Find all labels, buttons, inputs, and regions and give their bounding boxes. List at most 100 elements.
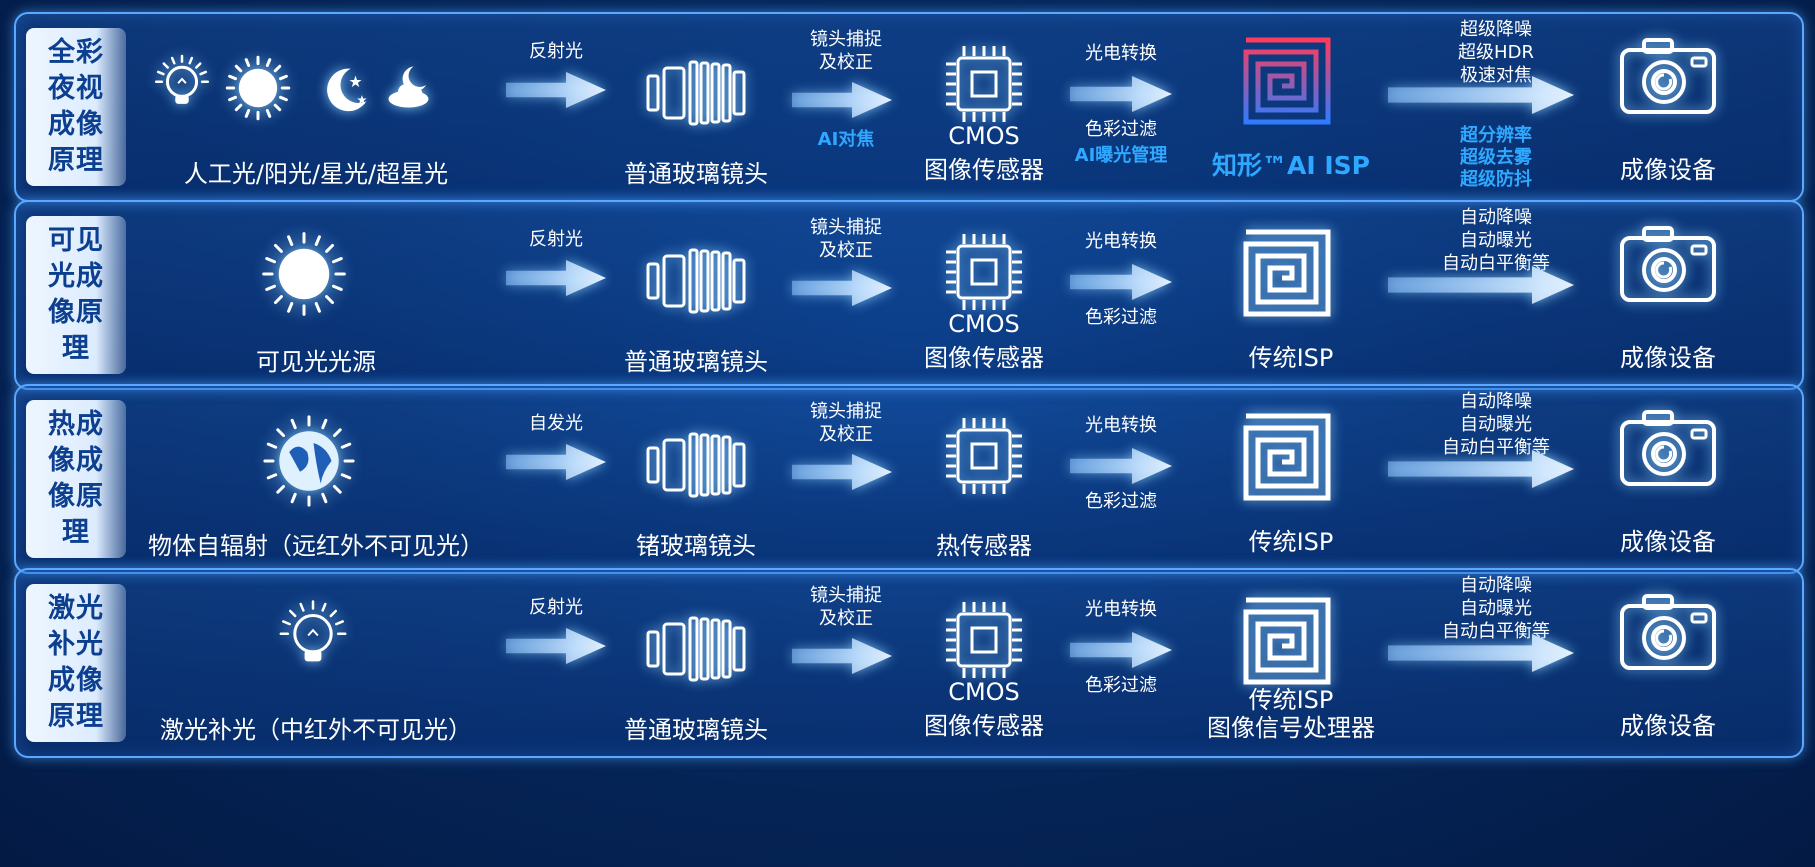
lens-capture-line-2: 及校正 — [819, 608, 873, 629]
chip-icon — [944, 416, 1024, 500]
row-title-line: 光成 — [48, 261, 104, 292]
arrow-icon — [792, 454, 892, 494]
light-type-label: 自发光 — [529, 413, 583, 434]
row-title-line: 原理 — [48, 701, 104, 732]
lens-label: 普通玻璃镜头 — [624, 348, 768, 376]
isp-spiral-icon — [1242, 412, 1332, 506]
sensor-label: 图像传感器 — [924, 156, 1044, 184]
conversion-label: 光电转换 — [1085, 415, 1157, 436]
arrow-icon — [1070, 76, 1172, 116]
isp-sub-label: 图像信号处理器 — [1207, 714, 1375, 742]
processing-feature: 自动曝光 — [1460, 414, 1532, 435]
row-title-line: 像原 — [48, 297, 104, 328]
ai-enhancement-feature: 超级防抖 — [1460, 169, 1532, 190]
lens-capture-line-2: 及校正 — [819, 424, 873, 445]
camera-icon — [1618, 404, 1718, 494]
lens-icon — [644, 430, 748, 504]
arrow-icon — [506, 72, 606, 112]
processing-feature: 自动白平衡等 — [1442, 621, 1550, 642]
lens-icon — [644, 58, 748, 132]
row-3: 热成像成像原理物体自辐射（远红外不可见光）自发光锗玻璃镜头镜头捕捉及校正热传感器… — [14, 384, 1804, 574]
sun-icon — [225, 55, 291, 124]
processing-feature: 自动降噪 — [1460, 391, 1532, 412]
lens-capture-line-1: 镜头捕捉 — [810, 401, 882, 422]
arrow-icon — [792, 638, 892, 678]
arrow-icon — [506, 444, 606, 484]
device-label: 成像设备 — [1620, 528, 1716, 556]
moon-stars-icon: ★★ — [316, 62, 372, 122]
row-title-text: 热成像成像原理 — [44, 407, 108, 551]
light-source-label: 可见光光源 — [256, 348, 376, 376]
light-type-label: 反射光 — [529, 597, 583, 618]
light-source-label: 激光补光（中红外不可见光） — [160, 716, 472, 744]
arrow-icon — [506, 260, 606, 300]
sun-icon — [262, 232, 346, 320]
ai-enhancement-feature: 超分辨率 — [1460, 125, 1532, 146]
row-title: 热成像成像原理 — [26, 400, 126, 558]
arrow-icon — [506, 628, 606, 668]
light-source-label: 人工光/阳光/星光/超星光 — [183, 160, 449, 188]
row-title-line: 理 — [62, 517, 90, 548]
arrow-icon — [1070, 632, 1172, 672]
row-title-text: 激光补光成像原理 — [44, 591, 108, 735]
processing-feature: 超级降噪 — [1460, 19, 1532, 40]
processing-feature: 自动白平衡等 — [1442, 253, 1550, 274]
processing-feature: 极速对焦 — [1460, 65, 1532, 86]
conversion-label: 光电转换 — [1085, 43, 1157, 64]
row-title-line: 可见 — [48, 225, 104, 256]
arrow-icon — [1388, 266, 1574, 308]
processing-feature: 自动曝光 — [1460, 598, 1532, 619]
arrow-icon — [1388, 76, 1574, 118]
sensor-label: 热传感器 — [936, 532, 1032, 560]
lens-icon — [644, 246, 748, 320]
lens-icon — [644, 614, 748, 688]
row-title-text: 可见光成像原理 — [44, 223, 108, 367]
lens-label: 普通玻璃镜头 — [624, 716, 768, 744]
sensor-type-label: CMOS — [948, 310, 1020, 338]
arrow-icon — [1070, 448, 1172, 488]
lens-capture-line-1: 镜头捕捉 — [810, 217, 882, 238]
row-title-line: 全彩 — [48, 37, 104, 68]
isp-label: 知形™AI ISP — [1212, 151, 1370, 180]
row-title-line: 夜视 — [48, 73, 104, 104]
light-source-label: 物体自辐射（远红外不可见光） — [148, 532, 484, 560]
conversion-label: 光电转换 — [1085, 599, 1157, 620]
color-filter-label: 色彩过滤 — [1085, 675, 1157, 696]
light-bulb-icon — [154, 54, 210, 126]
processing-feature: 自动白平衡等 — [1442, 437, 1550, 458]
arrow-icon — [1070, 264, 1172, 304]
sensor-type-label: CMOS — [948, 678, 1020, 706]
processing-feature: 自动降噪 — [1460, 575, 1532, 596]
cloud-moon-icon — [386, 64, 436, 118]
row-title: 可见光成像原理 — [26, 216, 126, 374]
row-title-line: 原理 — [48, 145, 104, 176]
row-title-line: 补光 — [48, 629, 104, 660]
camera-icon — [1618, 588, 1718, 678]
color-filter-label: 色彩过滤 — [1085, 491, 1157, 512]
isp-label: 传统ISP — [1248, 528, 1334, 556]
globe-icon — [263, 415, 355, 510]
row-title-line: 成像 — [48, 665, 104, 696]
ai-focus-label: AI对焦 — [817, 129, 875, 150]
lens-label: 普通玻璃镜头 — [624, 160, 768, 188]
row-title-line: 热成 — [48, 409, 104, 440]
row-title-text: 全彩夜视成像原理 — [44, 35, 108, 179]
lens-capture-line-1: 镜头捕捉 — [810, 29, 882, 50]
light-bulb-icon — [278, 600, 348, 688]
arrow-icon — [792, 82, 892, 122]
svg-text:★: ★ — [348, 72, 362, 91]
ai-exposure-label: AI曝光管理 — [1074, 145, 1168, 166]
ai-enhancement-feature: 超级去雾 — [1460, 147, 1532, 168]
camera-icon — [1618, 220, 1718, 310]
processing-feature: 自动降噪 — [1460, 207, 1532, 228]
lens-capture-line-2: 及校正 — [819, 52, 873, 73]
device-label: 成像设备 — [1620, 712, 1716, 740]
color-filter-label: 色彩过滤 — [1085, 119, 1157, 140]
row-title-line: 像成 — [48, 445, 104, 476]
arrow-icon — [792, 270, 892, 310]
row-title-line: 成像 — [48, 109, 104, 140]
lens-capture-line-1: 镜头捕捉 — [810, 585, 882, 606]
lens-capture-line-2: 及校正 — [819, 240, 873, 261]
